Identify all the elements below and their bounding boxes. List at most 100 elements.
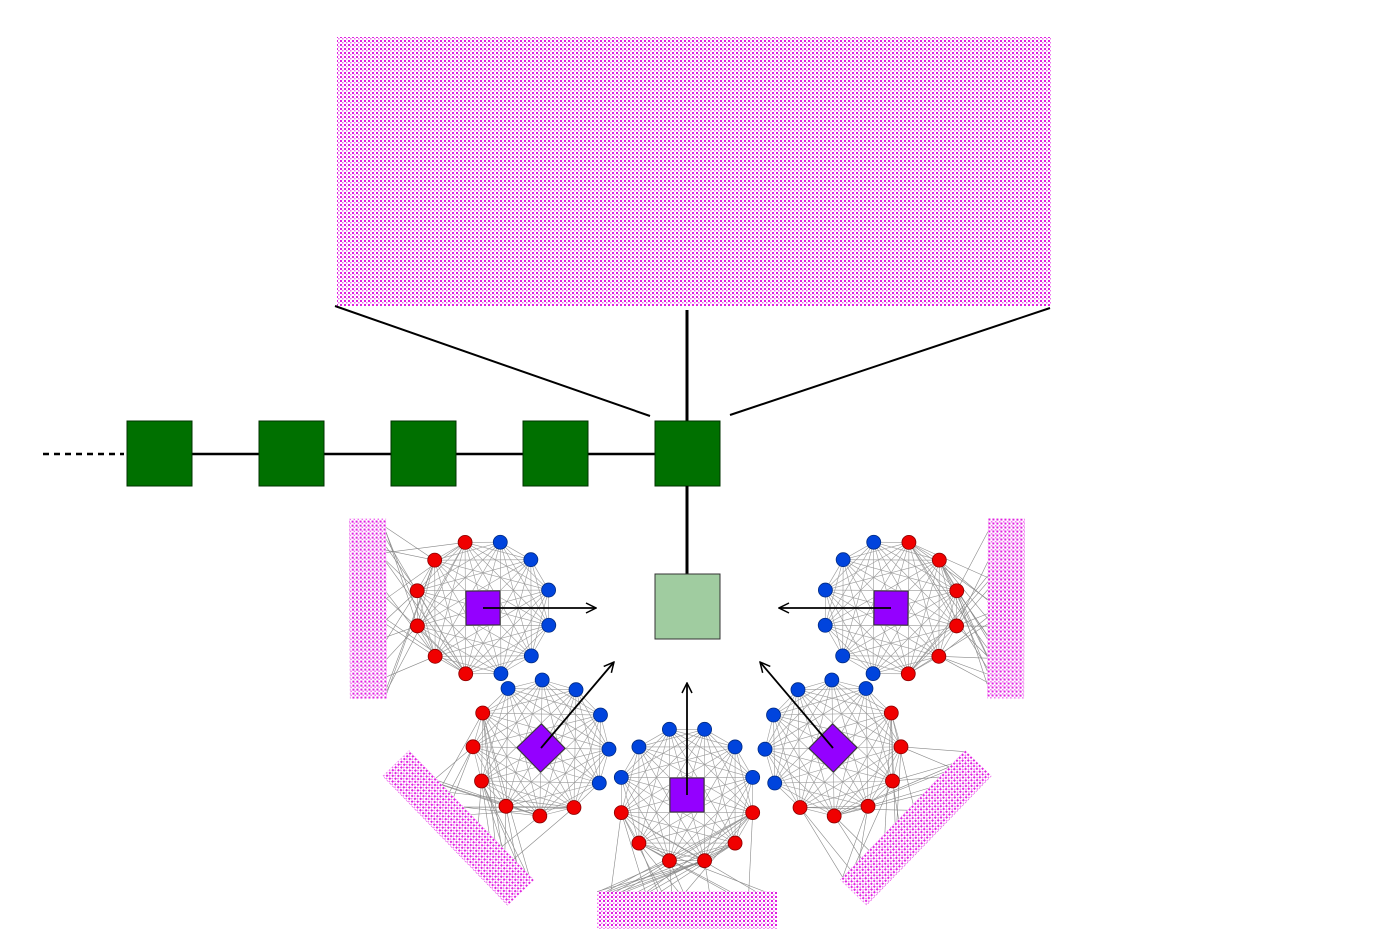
blue-node xyxy=(662,721,677,737)
fan-edge xyxy=(386,624,436,657)
arrow xyxy=(540,662,614,749)
cluster-edge xyxy=(825,589,957,592)
blue-node xyxy=(613,770,629,785)
cluster-pattern-region xyxy=(839,750,992,906)
blue-node xyxy=(541,617,557,633)
red-node xyxy=(458,666,474,682)
fan-edge xyxy=(638,842,659,892)
fan-edge xyxy=(858,806,869,860)
fan-edge xyxy=(386,562,466,674)
fan-edge xyxy=(386,542,466,599)
red-node xyxy=(498,798,514,814)
cluster-edge xyxy=(669,729,753,813)
blue-node xyxy=(493,666,509,681)
fan-edge xyxy=(956,590,988,636)
cluster-edge xyxy=(773,679,832,716)
fan-edge xyxy=(482,712,502,846)
cluster xyxy=(757,662,992,906)
fan-edge xyxy=(956,531,989,591)
blue-node xyxy=(858,681,874,696)
red-node xyxy=(475,705,491,721)
cluster-edge xyxy=(824,559,844,626)
cluster-edge xyxy=(500,559,532,674)
cluster-edge xyxy=(834,780,893,817)
fan-edge xyxy=(938,656,988,675)
fan-edge xyxy=(908,575,988,674)
fan-edge xyxy=(834,766,949,817)
blue-node xyxy=(697,721,712,737)
blue-node xyxy=(727,739,743,755)
cluster-edge xyxy=(669,729,736,748)
blue-node xyxy=(591,775,607,791)
fan-edge xyxy=(939,559,988,601)
fan-edge xyxy=(800,807,908,811)
cluster-edge xyxy=(825,542,910,626)
chain-block xyxy=(654,420,721,487)
fan-edge xyxy=(513,807,575,860)
red-node xyxy=(826,808,842,824)
cluster-edge xyxy=(773,715,776,784)
fan-edge xyxy=(855,780,893,864)
fan-edge xyxy=(833,815,862,859)
block-chain xyxy=(126,420,721,487)
fan-edge xyxy=(660,842,736,892)
cluster-edge xyxy=(907,542,910,674)
red-node xyxy=(457,535,473,550)
blue-node xyxy=(790,682,806,698)
cluster-edge xyxy=(481,679,543,782)
fan-edge xyxy=(606,812,753,892)
fan-edge xyxy=(621,812,662,892)
red-node xyxy=(409,583,425,599)
cluster-edge xyxy=(638,746,670,861)
cluster-edge xyxy=(825,624,939,657)
fan-edge xyxy=(386,590,418,640)
fan-edge xyxy=(616,860,670,892)
cluster-edge xyxy=(873,656,939,674)
cluster-edge xyxy=(824,542,874,626)
red-node xyxy=(427,648,443,664)
cluster-edge xyxy=(774,780,893,784)
fan-edge xyxy=(610,812,622,892)
red-node xyxy=(474,773,489,789)
cluster-pattern-region xyxy=(349,518,387,699)
cluster-edge xyxy=(638,729,670,844)
cluster-edge xyxy=(825,625,909,675)
blue-node xyxy=(523,648,539,664)
fan-edge xyxy=(481,780,517,862)
fan-edge xyxy=(449,746,474,793)
red-node xyxy=(900,666,916,682)
cluster-edge xyxy=(764,749,801,808)
blue-node xyxy=(523,552,539,568)
cluster-edge xyxy=(773,714,869,807)
fan-edge xyxy=(385,546,418,591)
cluster-edge xyxy=(541,679,600,784)
blue-node xyxy=(835,648,851,664)
red-node xyxy=(427,552,443,568)
cluster-edge xyxy=(638,746,753,778)
blue-node xyxy=(631,739,647,755)
fan-edge xyxy=(956,589,988,627)
cluster-edge xyxy=(417,542,466,591)
red-node xyxy=(860,798,876,814)
blue-node xyxy=(835,552,851,568)
cluster-edge xyxy=(500,589,549,674)
blue-node xyxy=(492,534,508,550)
top-pattern-region xyxy=(337,37,1051,306)
cluster xyxy=(597,683,777,929)
fan-edge xyxy=(638,842,679,892)
cluster-edge xyxy=(417,559,531,592)
red-node xyxy=(931,648,947,664)
cluster-edge xyxy=(507,688,600,784)
fan-edge xyxy=(435,746,474,779)
cluster-edge xyxy=(482,712,575,808)
fan-edge xyxy=(505,806,517,862)
fan-edge xyxy=(834,793,923,817)
cluster-edge xyxy=(773,714,835,817)
fan-edge xyxy=(386,656,436,677)
fan-edge xyxy=(890,712,914,805)
cluster-edge xyxy=(773,714,801,808)
cluster-edge xyxy=(621,812,670,861)
cluster-edge xyxy=(417,589,549,592)
red-node xyxy=(566,800,582,815)
